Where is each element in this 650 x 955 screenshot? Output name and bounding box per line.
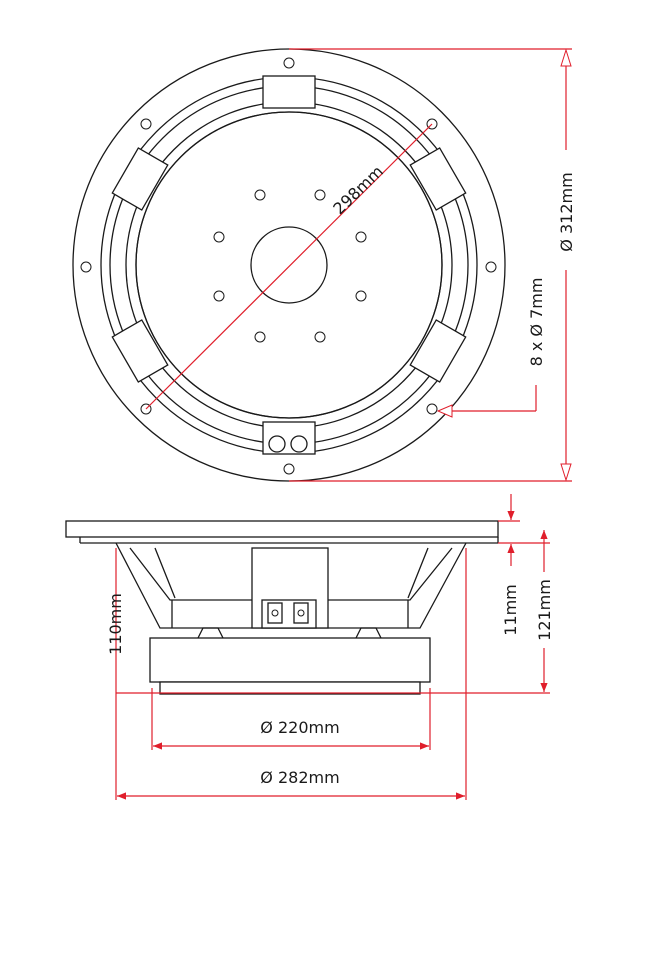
bracket-lower-right — [409, 319, 467, 383]
arrow-left-icon — [436, 404, 453, 418]
arrow-up-icon — [560, 48, 572, 67]
frame-brackets — [111, 75, 467, 455]
terminal-right — [290, 435, 308, 453]
magnet-hole — [213, 231, 225, 243]
mounting-hole — [485, 261, 497, 273]
arrow-down-icon — [560, 463, 572, 482]
mounting-hole — [426, 403, 438, 415]
magnet-hole — [355, 290, 367, 302]
mounting-circle-dimension-line — [145, 123, 433, 410]
mounting-holes — [80, 57, 497, 475]
mounting-hole — [426, 118, 438, 130]
magnet-hole — [254, 189, 266, 201]
mounting-hole — [140, 403, 152, 415]
magnet-diameter-label: Ø 220mm — [260, 718, 339, 737]
basket-rib-left — [154, 547, 176, 599]
depth-label: 110mm — [106, 593, 125, 655]
magnet-hole — [355, 231, 367, 243]
terminal-screw-icon — [271, 609, 279, 617]
outer-diameter-label: Ø 312mm — [557, 172, 576, 251]
flange-thickness-label: 11mm — [501, 584, 520, 636]
basket-rib-right — [407, 547, 429, 599]
total-depth-label: 121mm — [535, 579, 554, 641]
magnet-hole — [314, 189, 326, 201]
bracket-upper-right — [409, 147, 467, 211]
bracket-lower-left — [111, 319, 169, 383]
mounting-hole — [283, 463, 295, 475]
mounting-holes-label: 8 x Ø 7mm — [527, 278, 546, 367]
bracket-upper-left — [111, 147, 169, 211]
magnet-hole — [254, 331, 266, 343]
side-view: Ø 220mm Ø 282mm 110mm 11mm 121mm — [65, 494, 554, 800]
basket-tab-right — [355, 627, 382, 639]
mounting-hole — [140, 118, 152, 130]
frame-diameter-label: Ø 282mm — [260, 768, 339, 787]
mounting-flange — [65, 520, 499, 538]
dust-cap — [250, 226, 328, 304]
terminal-post-right — [293, 602, 309, 624]
mounting-hole — [283, 57, 295, 69]
magnet-hole — [314, 331, 326, 343]
magnet — [149, 637, 431, 683]
bracket-top — [262, 75, 316, 109]
magnet-holes — [213, 189, 367, 343]
basket-tab-left — [197, 627, 224, 639]
cone-edge — [135, 111, 443, 419]
back-plate — [159, 681, 421, 695]
front-view: 298mm Ø 312mm 8 x Ø 7mm — [72, 48, 576, 482]
magnet-hole — [213, 290, 225, 302]
terminal-left — [268, 435, 286, 453]
terminal-post-left — [267, 602, 283, 624]
terminal-screw-icon — [297, 609, 305, 617]
mounting-hole — [80, 261, 92, 273]
